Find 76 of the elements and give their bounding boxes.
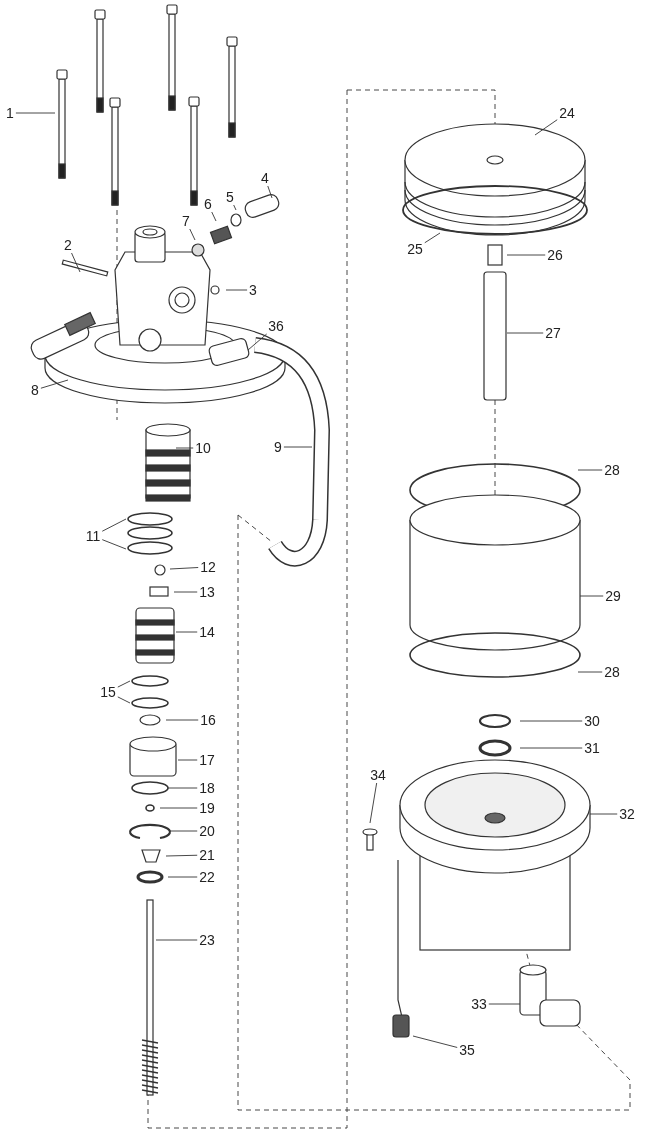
leader-line xyxy=(577,469,603,471)
callout-number: 12 xyxy=(200,560,216,574)
callout-number: 28 xyxy=(604,463,620,477)
callout-number: 27 xyxy=(545,326,561,340)
callout-number: 34 xyxy=(370,768,386,782)
leader-line xyxy=(159,807,198,809)
callout-number: 11 xyxy=(85,529,101,543)
callout-number: 13 xyxy=(199,585,215,599)
callout-number: 5 xyxy=(226,190,234,204)
leader-line xyxy=(155,939,198,941)
leader-line xyxy=(15,112,56,114)
leader-line xyxy=(175,447,194,449)
leader-line xyxy=(117,696,131,704)
callout-number: 23 xyxy=(199,933,215,947)
leader-line xyxy=(169,830,198,832)
leader-line xyxy=(165,719,199,721)
callout-number: 29 xyxy=(605,589,621,603)
leader-line xyxy=(506,254,546,256)
leader-line xyxy=(101,539,127,550)
leader-line xyxy=(101,518,127,532)
callout-number: 15 xyxy=(100,685,116,699)
callout-number: 8 xyxy=(31,383,39,397)
leader-line xyxy=(167,876,198,878)
callout-number: 33 xyxy=(471,997,487,1011)
callout-number: 35 xyxy=(459,1043,475,1057)
leader-line xyxy=(589,813,618,815)
leader-line xyxy=(412,1035,458,1048)
callout-number: 36 xyxy=(268,319,284,333)
callout-number: 28 xyxy=(604,665,620,679)
leader-line xyxy=(519,720,583,722)
leader-line xyxy=(369,782,378,824)
leader-line xyxy=(519,747,583,749)
callout-number: 32 xyxy=(619,807,635,821)
leader-line xyxy=(506,332,544,334)
leader-line xyxy=(189,228,196,241)
leader-line xyxy=(173,591,198,593)
leader-line xyxy=(117,680,131,688)
callout-number: 4 xyxy=(261,171,269,185)
callout-number: 19 xyxy=(199,801,215,815)
leader-line xyxy=(247,333,268,351)
callout-number: 30 xyxy=(584,714,600,728)
callout-number: 31 xyxy=(584,741,600,755)
leader-line xyxy=(71,252,81,273)
leader-line xyxy=(225,289,248,291)
leader-line xyxy=(424,232,441,244)
callout-number: 18 xyxy=(199,781,215,795)
callout-number: 20 xyxy=(199,824,215,838)
leader-line xyxy=(167,787,198,789)
callout-number: 9 xyxy=(274,440,282,454)
leader-line xyxy=(233,204,237,211)
leader-line xyxy=(169,567,199,570)
leader-line xyxy=(534,119,558,136)
leader-line xyxy=(165,854,198,857)
leader-line xyxy=(267,185,273,199)
callout-number: 14 xyxy=(199,625,215,639)
leader-line xyxy=(177,759,198,761)
leader-line xyxy=(283,446,313,448)
leader-line xyxy=(211,211,217,222)
callout-number: 7 xyxy=(182,214,190,228)
callout-number: 3 xyxy=(249,283,257,297)
callout-number: 16 xyxy=(200,713,216,727)
callout-number: 22 xyxy=(199,870,215,884)
callout-number: 17 xyxy=(199,753,215,767)
leader-line xyxy=(175,631,198,633)
callout-number: 21 xyxy=(199,848,215,862)
callout-number: 1 xyxy=(6,106,14,120)
leader-line xyxy=(488,1003,521,1005)
leader-line xyxy=(579,595,604,597)
leader-line xyxy=(577,671,603,673)
callout-number: 2 xyxy=(64,238,72,252)
callout-number: 10 xyxy=(195,441,211,455)
callout-number: 6 xyxy=(204,197,212,211)
callout-number: 25 xyxy=(407,242,423,256)
leader-line xyxy=(40,379,69,389)
callout-number: 24 xyxy=(559,106,575,120)
callout-number: 26 xyxy=(547,248,563,262)
